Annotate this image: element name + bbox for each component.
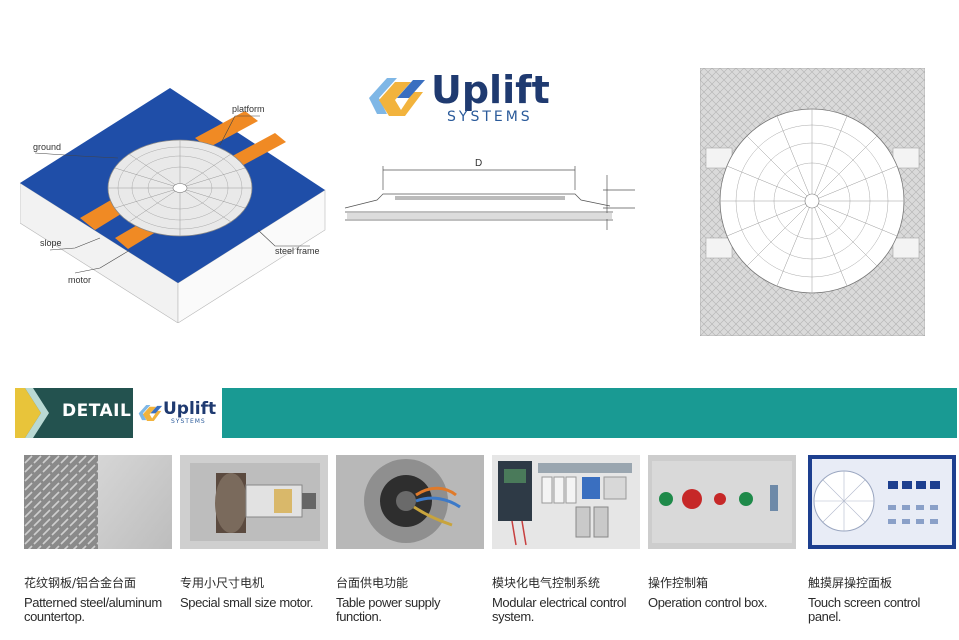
detail-title-en: Touch screen control panel. [808, 595, 920, 624]
ground-label: ground [33, 142, 61, 152]
motor-photo [180, 455, 328, 549]
uplift-logo-small: Uplift SYSTEMS [133, 388, 222, 438]
uplift-wordmark-small: Uplift [163, 399, 217, 419]
detail-title-zh: 模块化电气控制系统 [492, 576, 601, 590]
motor-slot-right-bottom [892, 237, 920, 259]
uplift-logo-mark-icon [369, 78, 425, 116]
detail-banner-tab [15, 388, 135, 438]
detail-card-power: 台面供电功能 Table power supply function. [336, 455, 484, 624]
detail-title-zh: 专用小尺寸电机 [180, 576, 265, 590]
detail-card-control-system: 模块化电气控制系统 Modular electrical control sys… [492, 455, 640, 624]
isometric-turntable-diagram: platform ground slope motor steel frame [20, 88, 326, 323]
detail-title-en: Special small size motor. [180, 595, 314, 610]
platform-label: platform [232, 104, 265, 114]
electrical-control-photo [492, 455, 640, 549]
uplift-subtitle: SYSTEMS [447, 109, 533, 125]
turntable-platform [107, 139, 253, 237]
motor-strip-4 [225, 133, 286, 169]
detail-title-en: Table power supply function. [336, 595, 441, 624]
uplift-wordmark: Uplift [431, 68, 550, 112]
plan-view-diagram [700, 68, 925, 336]
slope-label: slope [40, 238, 62, 248]
plan-turntable [719, 108, 905, 294]
motor-label: motor [68, 275, 91, 285]
control-box-photo [648, 455, 796, 549]
detail-title-en: Modular electrical control system. [492, 595, 627, 624]
diameter-label: D [475, 158, 482, 169]
detail-title-en: Operation control box. [648, 595, 768, 610]
detail-card-motor: 专用小尺寸电机 Special small size motor. [180, 455, 328, 610]
detail-title-zh: 操作控制箱 [648, 576, 709, 590]
cross-section-diagram: D [344, 158, 635, 230]
detail-title-zh: 花纹钢板/铝合金台面 [24, 576, 137, 590]
detail-card-control-box: 操作控制箱 Operation control box. [648, 455, 796, 610]
uplift-subtitle-small: SYSTEMS [171, 418, 206, 425]
detail-title-zh: 台面供电功能 [336, 576, 409, 590]
detail-card-touch-screen: 触摸屏操控面板 Touch screen control panel. [808, 455, 956, 624]
detail-title-en: Patterned steel/aluminum countertop. [24, 595, 162, 624]
motor-slot-left-bottom [705, 237, 733, 259]
uplift-logo-mark-small-icon [138, 405, 163, 421]
detail-title-zh: 触摸屏操控面板 [808, 576, 893, 590]
steel-frame-label: steel frame [275, 246, 320, 256]
detail-card-countertop: 花纹钢板/铝合金台面 Patterned steel/aluminum coun… [24, 455, 172, 624]
detail-label: DETAIL [62, 401, 132, 421]
uplift-logo: Uplift SYSTEMS [365, 70, 550, 124]
motor-strip-3 [195, 111, 258, 148]
touch-screen-photo [808, 455, 956, 549]
power-supply-photo [336, 455, 484, 549]
countertop-photo [24, 455, 172, 549]
